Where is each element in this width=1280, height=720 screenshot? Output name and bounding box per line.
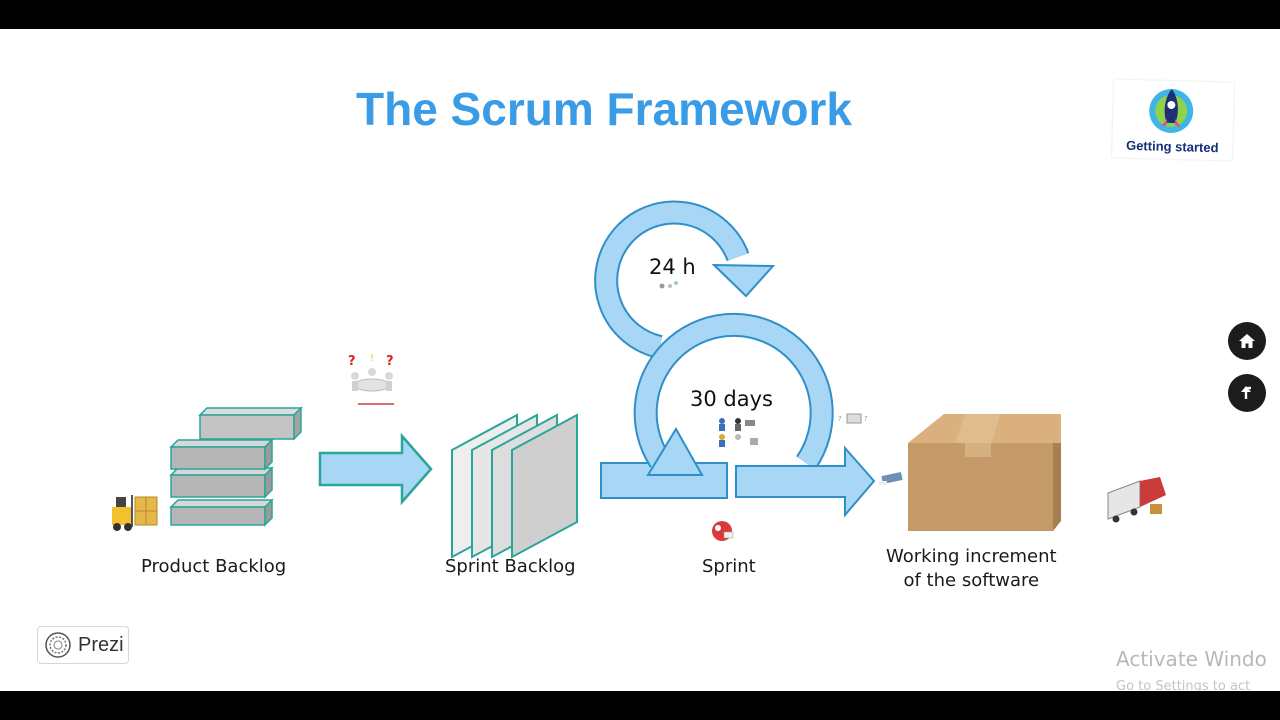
computer-icon: ? ? (838, 413, 868, 424)
rocket-icon (1149, 88, 1194, 133)
daily-cycle-label: 24 h (649, 255, 696, 279)
activation-watermark: Activate Windo (1116, 647, 1267, 671)
scrum-diagram: ? ? ! (112, 200, 1166, 559)
prezi-badge[interactable]: Prezi (37, 626, 129, 664)
getting-started-logo: Getting started (1111, 79, 1235, 161)
prezi-label: Prezi (78, 633, 124, 656)
svg-text:?: ? (838, 415, 842, 423)
svg-text:?: ? (348, 354, 356, 369)
back-icon (1241, 386, 1251, 399)
activation-watermark-sub: Go to Settings to act (1116, 679, 1251, 691)
increment-label: Working increment of the software (886, 545, 1057, 593)
daily-standup-icon (659, 281, 678, 289)
increment-label-line2: of the software (903, 570, 1040, 591)
product-backlog-stack (169, 406, 303, 527)
presentation-slide: The Scrum Framework Getting started (0, 29, 1280, 691)
home-icon (1239, 334, 1255, 348)
svg-text:?: ? (864, 415, 868, 423)
hand-icon (879, 472, 903, 485)
sprint-backlog-label: Sprint Backlog (445, 556, 576, 577)
sprint-length-label: 30 days (690, 387, 773, 411)
sprint-label: Sprint (702, 556, 756, 577)
slide-title: The Scrum Framework (356, 83, 852, 135)
flow-arrow-1 (318, 432, 433, 506)
prezi-logo-icon (45, 632, 71, 658)
scrum-master-icon (712, 521, 734, 541)
meeting-icon: ? ? ! (348, 353, 394, 405)
team-icon (719, 418, 758, 447)
sprint-backlog-sheets (451, 413, 578, 559)
sprint-cycle (594, 200, 876, 518)
home-button[interactable] (1228, 322, 1266, 360)
product-backlog-label: Product Backlog (141, 556, 287, 577)
svg-text:!: ! (370, 353, 374, 364)
increment-label-line1: Working increment (886, 546, 1057, 567)
software-increment-box (908, 414, 1061, 531)
truck-icon (1107, 477, 1166, 523)
svg-text:?: ? (386, 354, 394, 369)
forklift-icon (112, 495, 158, 531)
back-button[interactable] (1228, 374, 1266, 412)
